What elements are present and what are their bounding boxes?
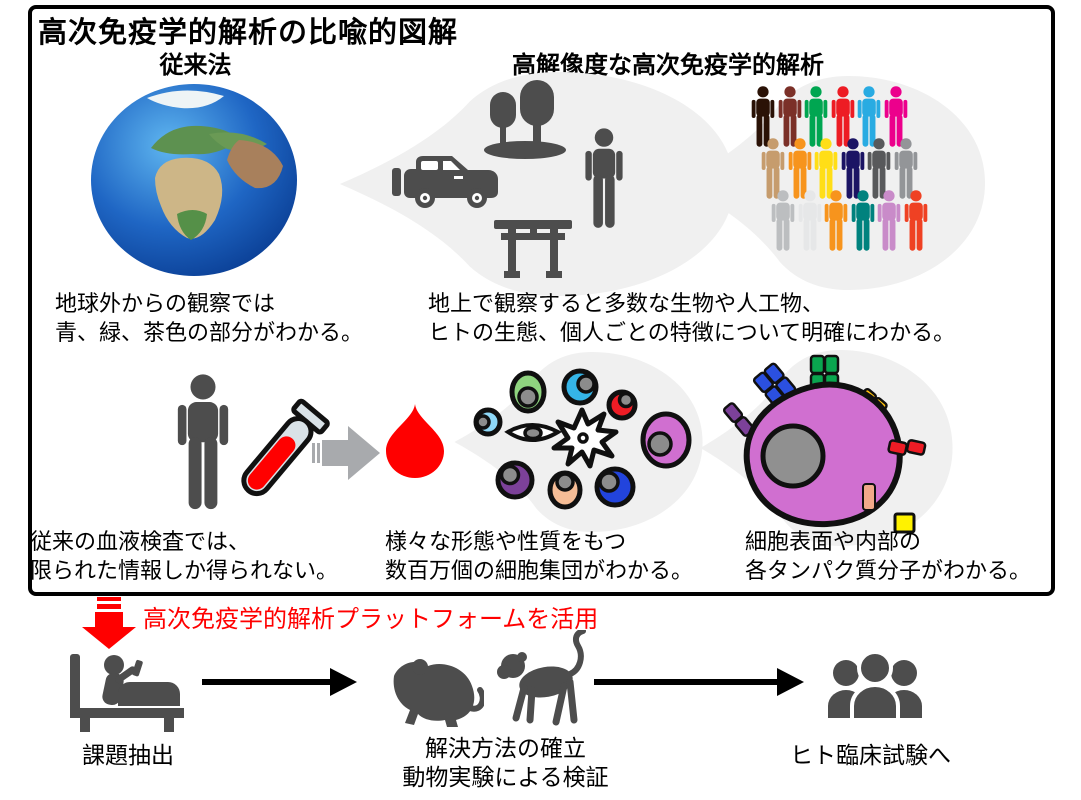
mouse-icon: [393, 659, 484, 727]
crowd-person-icon: [768, 190, 798, 252]
crowd-of-people: [748, 86, 958, 261]
flow-step-problem: 課題抽出: [82, 742, 174, 768]
right-block-arrow-icon: [312, 426, 380, 480]
flow-step-clinical-trial: ヒト臨床試験へ: [790, 742, 951, 768]
test-tube-icon: [241, 398, 330, 497]
people-group-icon: [828, 650, 922, 720]
column-header-conventional: 従来法: [159, 52, 232, 79]
person-icon: [174, 374, 232, 512]
caption-blood-test: 従来の血液検査では、 限られた情報しか得られない。: [30, 529, 339, 583]
car-icon: [392, 156, 498, 208]
caption-protein-molecules: 細胞表面や内部の 各タンパク質分子がわかる。: [745, 529, 1032, 583]
earth-icon: [91, 84, 297, 276]
flow-arrow-icon: [594, 668, 804, 696]
crowd-person-icon: [795, 190, 825, 252]
person-icon: [578, 128, 630, 230]
protein-cell-icon: [722, 354, 927, 534]
trees-icon: [484, 80, 566, 159]
red-down-arrow-icon: [82, 597, 136, 649]
blood-drop-icon: [386, 404, 444, 478]
cell-cluster-icon: [473, 368, 692, 510]
monkey-icon: [497, 630, 586, 726]
crowd-person-icon: [901, 190, 931, 252]
caption-cell-population: 様々な形態や性質をもつ 数百万個の細胞集団がわかる。: [385, 529, 694, 583]
crowd-person-icon: [848, 190, 878, 252]
patient-bed-icon: [70, 654, 184, 732]
caption-ground-view: 地上で観察すると多数な生物や人工物、 ヒトの生態、個人ごとの特徴について明確にわ…: [428, 291, 956, 345]
flow-step-animal-validation: 解決方法の確立 動物実験による検証: [402, 735, 609, 790]
page-title: 高次免疫学的解析の比喩的図解: [38, 17, 459, 49]
flow-arrow-icon: [202, 668, 357, 696]
torii-icon: [494, 220, 572, 278]
platform-note: 高次免疫学的解析プラットフォームを活用: [143, 606, 599, 633]
caption-earth-view: 地球外からの観察では 青、緑、茶色の部分がわかる。: [55, 291, 364, 345]
crowd-person-icon: [821, 190, 851, 252]
crowd-person-icon: [874, 190, 904, 252]
